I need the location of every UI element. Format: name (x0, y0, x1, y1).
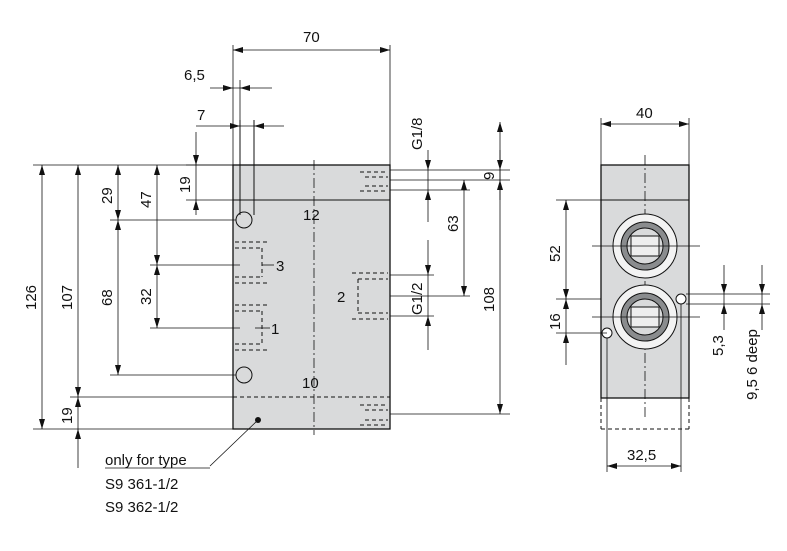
dim-19-bottom: 19 (59, 407, 76, 424)
arrow-47-down (154, 255, 160, 265)
side-view (592, 155, 700, 430)
port-label-3: 3 (276, 258, 284, 275)
arrow-7-right (254, 123, 264, 129)
arrow-19-top-up (193, 155, 199, 165)
arrow-g12-down (425, 265, 431, 275)
dim-g12: G1/2 (409, 282, 426, 315)
dim-107: 107 (59, 285, 76, 310)
arrow-32-up (154, 265, 160, 275)
arrow-g18-down (425, 160, 431, 170)
arrow-107-up (75, 165, 81, 175)
arrow-52-up (563, 200, 569, 210)
dim-29: 29 (99, 187, 116, 204)
dim-108: 108 (481, 287, 498, 312)
arrow-108-up (497, 122, 503, 132)
front-dimensions: 70 6,5 7 19 29 47 (23, 29, 510, 468)
hidden-port-g18 (360, 171, 388, 192)
dim-63: 63 (445, 215, 462, 232)
arrow-16-down (563, 333, 569, 343)
dim-9-5-deep: 9,5 6 deep (744, 329, 761, 400)
dim-7: 7 (197, 107, 205, 124)
port-label-2: 2 (337, 289, 345, 306)
arrow-68-up (115, 220, 121, 230)
arrow-32-5-right (671, 463, 681, 469)
arrow-g12-up (425, 316, 431, 326)
port-label-10: 10 (302, 375, 319, 392)
arrow-19-top-down (193, 200, 199, 210)
dim-47: 47 (138, 191, 155, 208)
front-view: 12 10 3 1 2 (232, 120, 391, 435)
arrow-52-down (563, 289, 569, 299)
arrow-70-right (380, 47, 390, 53)
dim-126: 126 (23, 285, 40, 310)
arrow-63-up (461, 180, 467, 190)
arrow-126-down (39, 419, 45, 429)
arrow-5-3-up (721, 304, 727, 314)
arrow-16-up (563, 299, 569, 309)
arrow-68-down (115, 365, 121, 375)
arrow-32-down (154, 318, 160, 328)
note-line-1: only for type (105, 452, 187, 469)
arrow-126-up (39, 165, 45, 175)
dim-52: 52 (547, 245, 564, 262)
port-label-12: 12 (303, 207, 320, 224)
type-note: only for type S9 361-1/2 S9 362-1/2 (105, 419, 259, 516)
arrow-6-5-left (223, 85, 233, 91)
hidden-port-bottom (360, 404, 388, 426)
arrow-47-up (154, 165, 160, 175)
dim-68: 68 (99, 289, 116, 306)
arrow-7-left (230, 123, 240, 129)
front-valve-body (232, 164, 391, 430)
dim-5-3: 5,3 (710, 335, 727, 356)
note-line-2: S9 361-1/2 (105, 476, 178, 493)
arrow-70-left (233, 47, 243, 53)
arrow-32-5-left (607, 463, 617, 469)
side-dimensions: 40 52 16 5,3 9,5 6 deep 32,5 (547, 105, 770, 472)
arrow-29-down (115, 210, 121, 220)
arrow-29-up (115, 165, 121, 175)
arrow-g18-up (425, 190, 431, 200)
dim-32: 32 (138, 288, 155, 305)
side-small-hole-right (675, 293, 687, 305)
note-line-3: S9 362-1/2 (105, 499, 178, 516)
dim-6-5: 6,5 (184, 67, 205, 84)
arrow-63-down (461, 286, 467, 296)
arrow-40-left (601, 121, 611, 127)
arrow-6-5-right (240, 85, 250, 91)
dim-70: 70 (303, 29, 320, 46)
hidden-port-3 (235, 241, 268, 284)
dim-16: 16 (547, 313, 564, 330)
dim-40: 40 (636, 105, 653, 122)
dim-19-top: 19 (177, 176, 194, 193)
arrow-9-5-up (759, 304, 765, 314)
arrow-9-5-down (759, 284, 765, 294)
note-leader (209, 419, 259, 467)
dim-32-5: 32,5 (627, 447, 656, 464)
hidden-port-1 (235, 304, 268, 351)
port-label-1: 1 (271, 321, 279, 338)
arrow-19-bottom-up (75, 397, 81, 407)
arrow-107-down (75, 387, 81, 397)
arrow-40-right (679, 121, 689, 127)
dim-9: 9 (481, 172, 498, 180)
arrow-108-down (497, 404, 503, 414)
hidden-port-2 (352, 272, 388, 320)
dim-g18: G1/8 (409, 117, 426, 150)
arrow-5-3-down (721, 284, 727, 294)
arrow-19-bottom-down (75, 429, 81, 439)
